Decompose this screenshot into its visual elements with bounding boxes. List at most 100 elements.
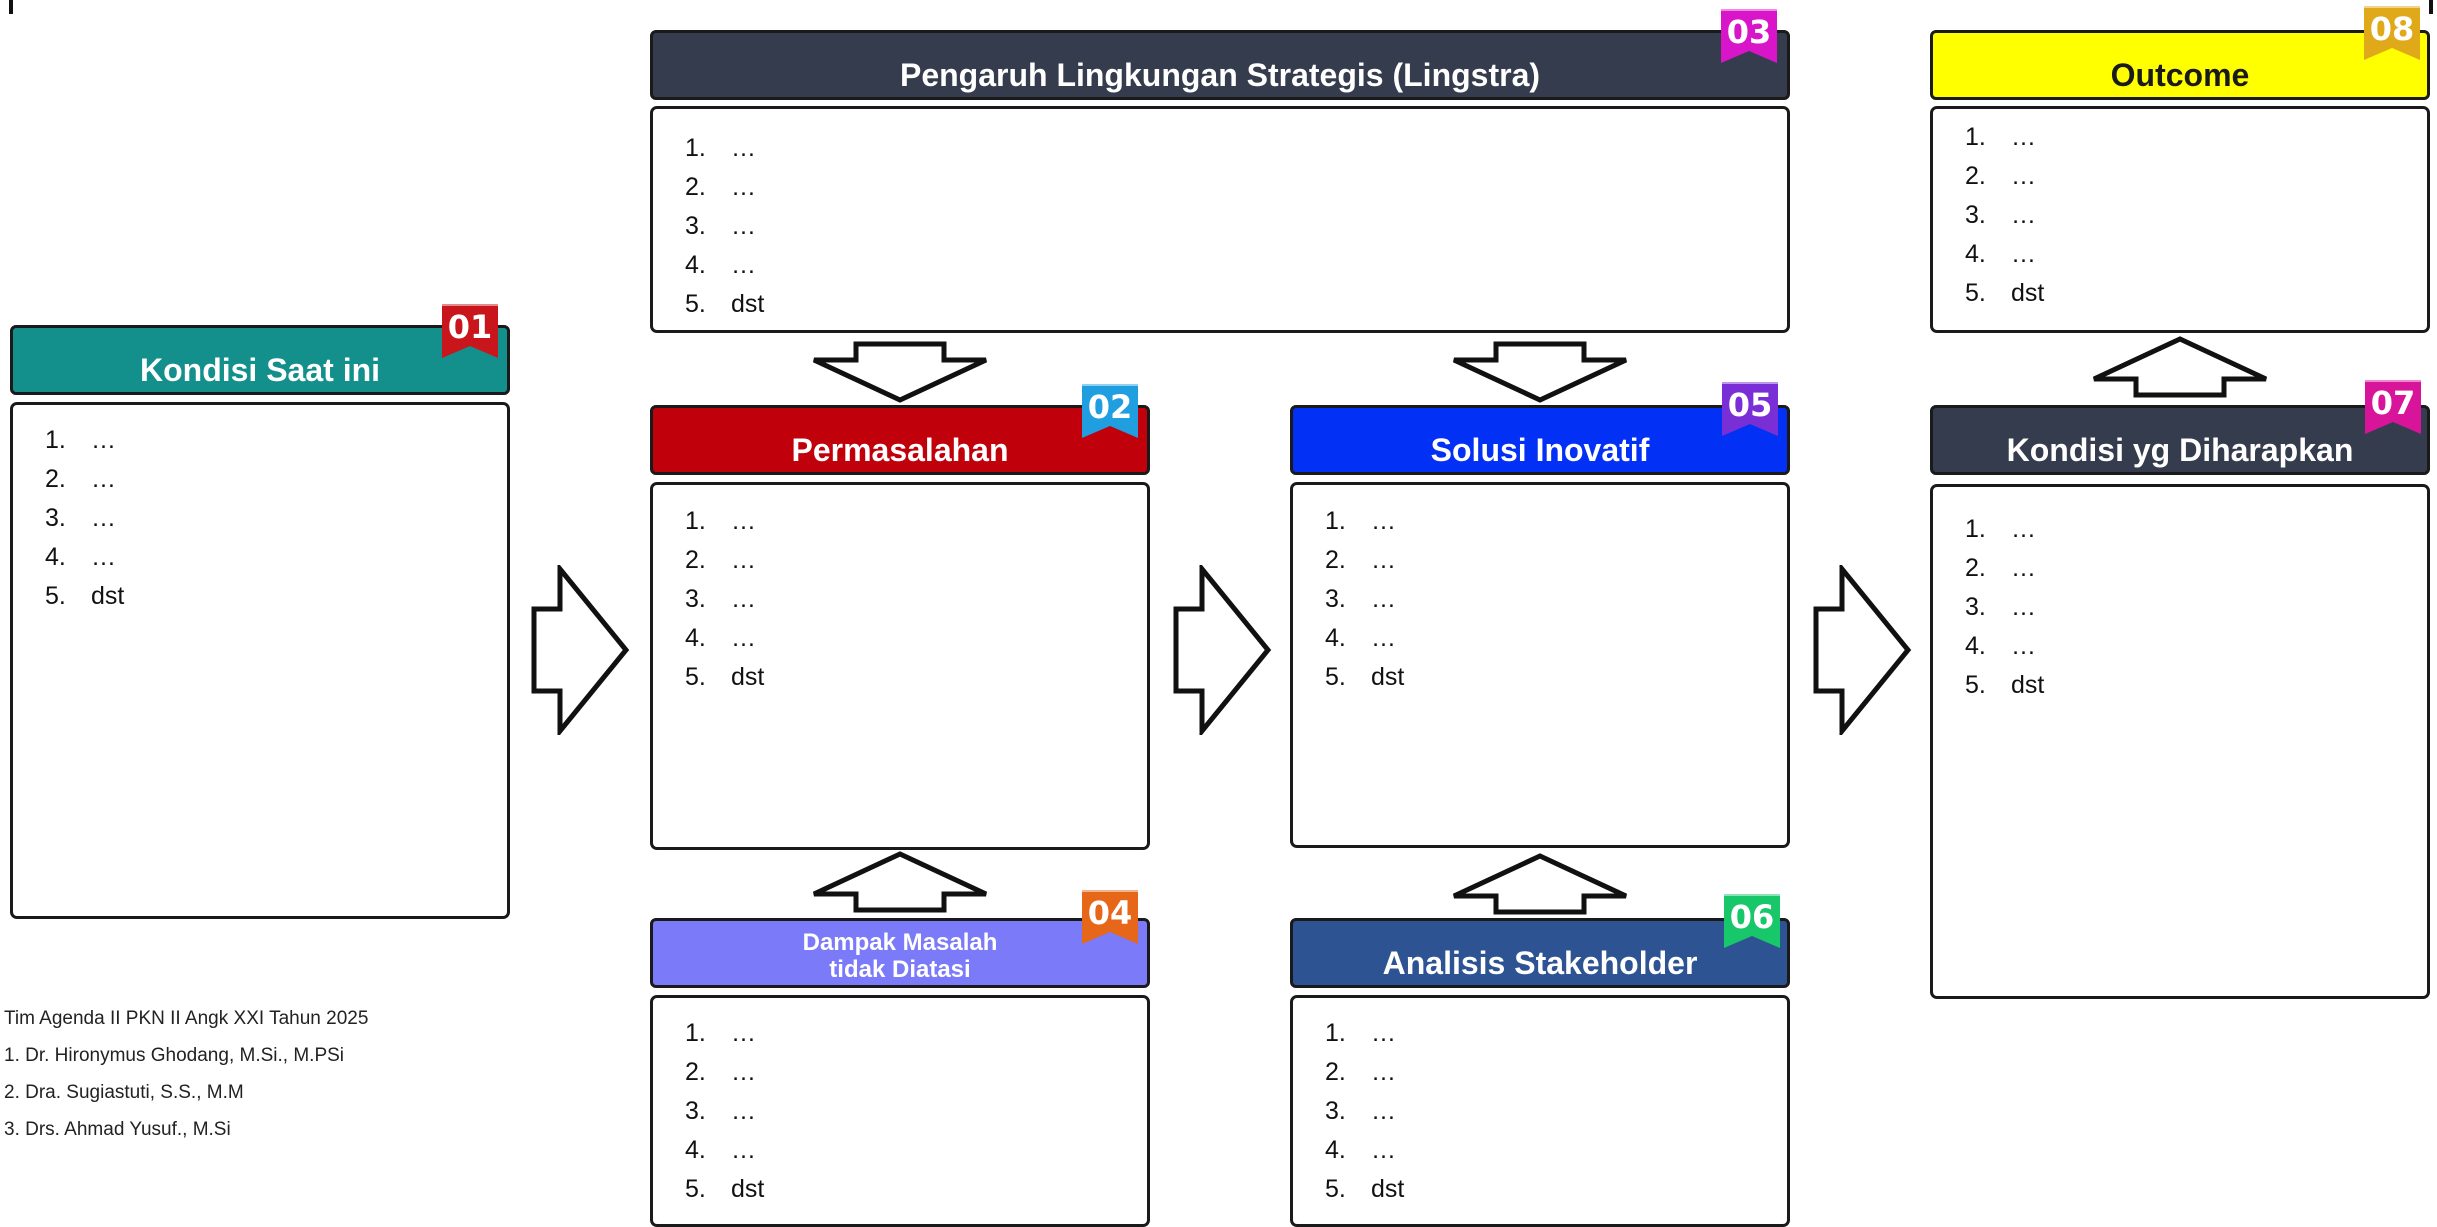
list-item-text: …	[1371, 1019, 1396, 1047]
badge-ribbon-highlight	[2365, 376, 2421, 382]
lingstra-title: Pengaruh Lingkungan Strategis (Lingstra)	[899, 57, 1541, 93]
analisis-stakeholder-title: Analisis Stakeholder	[1382, 945, 1698, 981]
dampak-title-line1: Dampak Masalah	[802, 929, 998, 957]
list-item: 4.…	[685, 619, 764, 658]
list-item: 3. …	[685, 580, 764, 619]
badge-number: 07	[2371, 384, 2416, 422]
arrow-right-kondisi-to-permasalahan	[531, 565, 630, 735]
list-item: 4.…	[1965, 627, 2044, 666]
list-item-text: dst	[1371, 663, 1405, 691]
list-item: 5.dst	[1325, 1170, 1404, 1209]
list-item: 3. …	[685, 207, 764, 246]
badge-06: 06	[1722, 890, 1782, 952]
list-item-number: 3.	[685, 1097, 706, 1125]
list-item-text: …	[91, 543, 116, 571]
arrow-down-lingstra-to-permasalahan	[812, 341, 988, 403]
corner-mark-right	[2429, 0, 2433, 14]
list-item-text: …	[731, 1136, 756, 1164]
list-item-number: 1.	[1325, 507, 1346, 535]
list-item-text: …	[1371, 585, 1396, 613]
list-item-text: …	[731, 1019, 756, 1047]
list-item-text: dst	[2011, 279, 2045, 307]
analisis-stakeholder-header: Analisis Stakeholder	[1290, 918, 1790, 988]
analisis-stakeholder-list: 1.…2.…3.…4.…5.dst	[1325, 1014, 1404, 1209]
list-item: 1.…	[1325, 502, 1404, 541]
list-item-text: dst	[1371, 1175, 1405, 1203]
list-item-number: 2.	[1965, 162, 1986, 190]
kondisi-diharapkan-header: Kondisi yg Diharapkan	[1930, 405, 2430, 475]
lingstra-box: 1.…2.…3.…4.…5.dst	[650, 106, 1790, 333]
list-item: 2. …	[1965, 549, 2044, 588]
badge-ribbon	[1721, 9, 1777, 63]
arrow-up-stakeholder-to-solusi	[1452, 853, 1628, 915]
list-item-number: 4.	[685, 624, 706, 652]
list-item: 1.…	[685, 129, 764, 168]
solusi-inovatif-header: Solusi Inovatif	[1290, 405, 1790, 475]
badge-ribbon	[2364, 6, 2420, 60]
list-item-text: …	[91, 465, 116, 493]
list-item-number: 1.	[685, 1019, 706, 1047]
badge-07: 07	[2363, 376, 2423, 438]
list-item-text: dst	[731, 663, 765, 691]
list-item: 4. …	[1965, 235, 2044, 274]
badge-number: 04	[1088, 894, 1133, 932]
list-item-text: …	[1371, 624, 1396, 652]
outcome-header: Outcome	[1930, 30, 2430, 100]
list-item: 3.…	[1965, 588, 2044, 627]
badge-ribbon-highlight	[1721, 5, 1777, 11]
permasalahan-title: Permasalahan	[791, 432, 1009, 468]
permasalahan-list: 1.…2.…3.…4.…5.dst	[685, 502, 764, 697]
badge-number: 05	[1728, 386, 1773, 424]
badge-ribbon-highlight	[1082, 380, 1138, 386]
list-item-number: 1.	[1325, 1019, 1346, 1047]
credits-member-3: 3. Drs. Ahmad Yusuf., M.Si	[4, 1119, 231, 1140]
list-item-text: …	[2011, 240, 2036, 268]
list-item-text: …	[2011, 554, 2036, 582]
list-item-number: 3.	[685, 212, 706, 240]
solusi-inovatif-list: 1.…2.…3.…4.…5.dst	[1325, 502, 1404, 697]
badge-05: 05	[1720, 378, 1780, 440]
list-item-text: …	[731, 173, 756, 201]
list-item: 2.…	[685, 168, 764, 207]
analisis-stakeholder-box: 1.…2.…3.…4.…5.dst	[1290, 995, 1790, 1227]
badge-ribbon	[1722, 382, 1778, 436]
list-item-number: 3.	[1325, 585, 1346, 613]
list-item-text: dst	[91, 582, 125, 610]
list-item: 2.…	[1325, 1053, 1404, 1092]
list-item-text: …	[731, 585, 756, 613]
list-item-text: …	[731, 546, 756, 574]
list-item-number: 3.	[45, 504, 66, 532]
dampak-title-line2: tidak Diatasi	[829, 955, 971, 983]
list-item-text: …	[2011, 123, 2036, 151]
list-item-text: …	[91, 426, 116, 454]
badge-ribbon	[1082, 384, 1138, 438]
permasalahan-box: 1.…2.…3.…4.…5.dst	[650, 482, 1150, 850]
list-item-text: …	[2011, 162, 2036, 190]
list-item-number: 2.	[1965, 554, 1986, 582]
list-item: 1. …	[45, 421, 124, 460]
list-item-text: …	[1371, 1058, 1396, 1086]
list-item-number: 1.	[685, 507, 706, 535]
list-item-number: 4.	[1325, 1136, 1346, 1164]
list-item-number: 3.	[1965, 201, 1986, 229]
badge-number: 01	[448, 308, 493, 346]
list-item-number: 4.	[1965, 240, 1986, 268]
list-item-number: 1.	[685, 134, 706, 162]
list-item-number: 3.	[685, 585, 706, 613]
list-item-text: dst	[2011, 671, 2045, 699]
kondisi-diharapkan-box: 1.…2.…3.…4.…5.dst	[1930, 484, 2430, 999]
arrow-up-dampak-to-permasalahan	[812, 851, 988, 913]
solusi-inovatif-title: Solusi Inovatif	[1430, 432, 1650, 468]
list-item-number: 4.	[1325, 624, 1346, 652]
list-item-text: …	[2011, 201, 2036, 229]
badge-number: 02	[1088, 388, 1133, 426]
permasalahan-header: Permasalahan	[650, 405, 1150, 475]
arrow-right-permasalahan-to-solusi	[1173, 565, 1272, 735]
list-item-number: 4.	[45, 543, 66, 571]
list-item-number: 1.	[45, 426, 66, 454]
badge-04: 04	[1080, 886, 1140, 948]
list-item-number: 1.	[1965, 123, 1986, 151]
list-item-text: …	[731, 212, 756, 240]
list-item: 3.…	[1325, 1092, 1404, 1131]
list-item: 3.…	[685, 1092, 764, 1131]
